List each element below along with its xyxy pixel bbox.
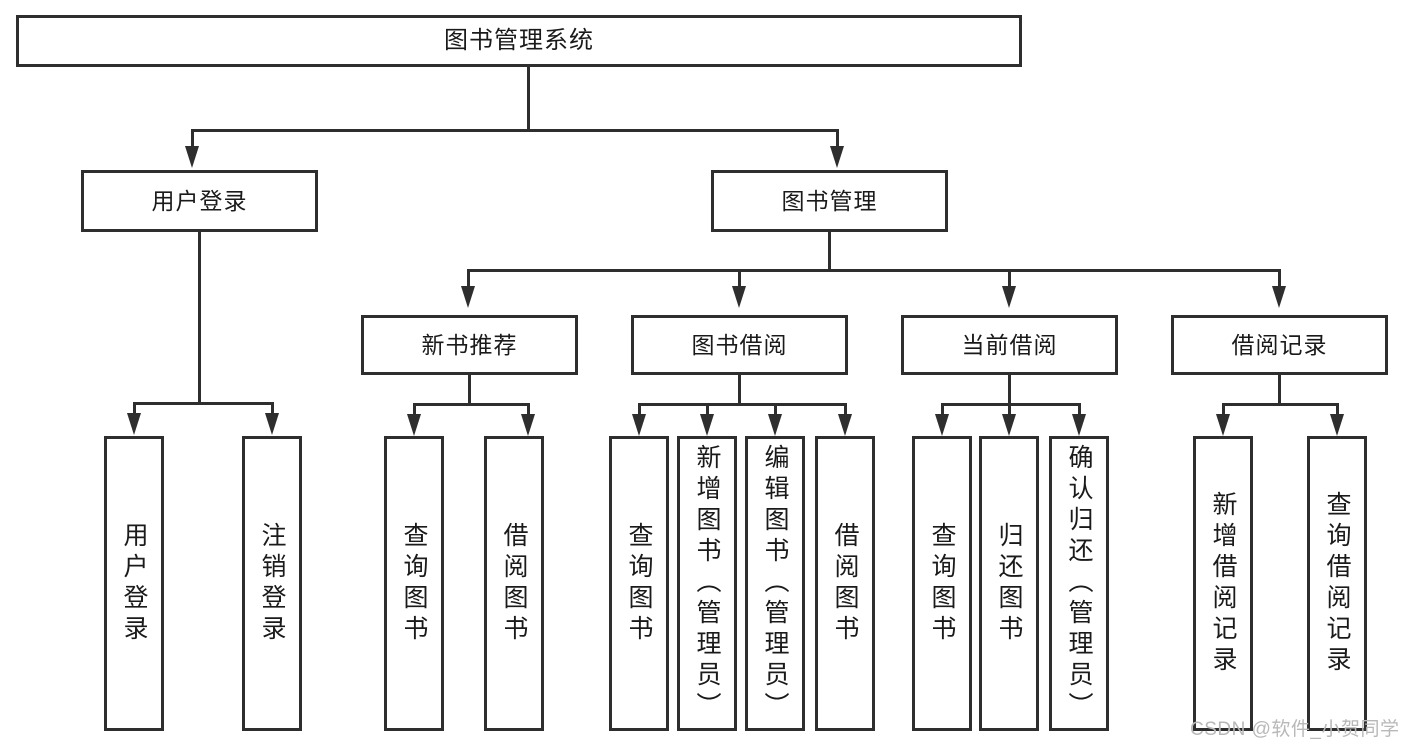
arrowhead-root-to-book-mgmt	[830, 146, 844, 168]
connector-bookborrow-bus	[638, 403, 847, 406]
leaf-add-book-admin[interactable]: 新增图书（管理员）	[677, 436, 737, 731]
connector-bookborrow-drop-2	[706, 403, 709, 417]
connector-bookborrow-drop-3	[774, 403, 777, 417]
arrowhead-user-login-leaf-2	[265, 413, 279, 435]
connector-book-mgmt-bus	[467, 269, 1281, 272]
node-label: 借阅图书	[831, 521, 859, 646]
node-label: 新书推荐	[421, 331, 518, 358]
connector-bookmgmt-drop-1	[467, 269, 470, 289]
node-book-management[interactable]: 图书管理	[711, 170, 948, 232]
connector-currentborrow-bus	[941, 403, 1081, 406]
node-label: 新增借阅记录	[1209, 490, 1237, 677]
leaf-query-borrow-record[interactable]: 查询借阅记录	[1307, 436, 1367, 731]
arrowhead-bookborrow-leaf-1	[632, 414, 646, 436]
node-book-borrow[interactable]: 图书借阅	[631, 315, 848, 375]
csdn-watermark: CSDN @软件_小贺同学	[1190, 719, 1400, 740]
connector-user-login-bus	[133, 402, 274, 405]
arrowhead-currentborrow-leaf-2	[1002, 414, 1016, 436]
leaf-confirm-return-admin[interactable]: 确认归还（管理员）	[1049, 436, 1109, 731]
node-user-login[interactable]: 用户登录	[81, 170, 318, 232]
node-current-borrow[interactable]: 当前借阅	[901, 315, 1118, 375]
connector-bookmgmt-drop-3	[1008, 269, 1011, 289]
node-label: 当前借阅	[961, 331, 1058, 358]
connector-bookborrow-drop-4	[844, 403, 847, 417]
node-label: 用户登录	[151, 187, 248, 214]
arrowhead-borrowrecord-leaf-1	[1216, 414, 1230, 436]
arrowhead-bookborrow-leaf-2	[700, 414, 714, 436]
node-label: 确认归还（管理员）	[1065, 444, 1093, 723]
connector-borrowrecord-stem	[1278, 375, 1281, 405]
arrowhead-currentborrow-leaf-1	[935, 414, 949, 436]
connector-user-login-stem	[198, 232, 201, 404]
node-label: 注销登录	[258, 521, 286, 646]
arrowhead-bookmgmt-to-book-borrow	[732, 286, 746, 308]
connector-borrowrecord-drop-1	[1222, 403, 1225, 417]
node-label: 图书借阅	[691, 331, 788, 358]
connector-book-mgmt-stem	[828, 232, 831, 272]
leaf-logout[interactable]: 注销登录	[242, 436, 302, 731]
node-label: 借阅图书	[500, 521, 528, 646]
connector-currentborrow-drop-2	[1008, 403, 1011, 417]
connector-root-to-book-mgmt	[836, 129, 839, 151]
arrowhead-user-login-leaf-1	[127, 413, 141, 435]
node-label: 图书管理系统	[444, 27, 594, 55]
node-borrow-record[interactable]: 借阅记录	[1171, 315, 1388, 375]
leaf-current-query-book[interactable]: 查询图书	[912, 436, 972, 731]
connector-currentborrow-drop-3	[1078, 403, 1081, 417]
leaf-edit-book-admin[interactable]: 编辑图书（管理员）	[745, 436, 805, 731]
connector-root-to-user-login	[191, 129, 194, 151]
connector-newbook-drop-2	[527, 403, 530, 417]
node-label: 用户登录	[120, 521, 148, 646]
arrowhead-borrowrecord-leaf-2	[1330, 414, 1344, 436]
connector-newbook-drop-1	[413, 403, 416, 417]
leaf-new-book-query[interactable]: 查询图书	[384, 436, 444, 731]
leaf-borrow-book[interactable]: 借阅图书	[815, 436, 875, 731]
arrowhead-bookmgmt-to-borrow-record	[1272, 286, 1286, 308]
connector-user-login-drop-1	[133, 402, 136, 418]
arrowhead-bookmgmt-to-current-borrow	[1002, 286, 1016, 308]
leaf-user-login[interactable]: 用户登录	[104, 436, 164, 731]
arrowhead-newbook-leaf-2	[521, 414, 535, 436]
connector-bookborrow-drop-1	[638, 403, 641, 417]
node-label: 查询借阅记录	[1323, 490, 1351, 677]
connector-currentborrow-drop-1	[941, 403, 944, 417]
node-label: 归还图书	[995, 521, 1023, 646]
node-label: 图书管理	[781, 187, 878, 214]
arrowhead-root-to-user-login	[185, 146, 199, 168]
node-root-system[interactable]: 图书管理系统	[16, 15, 1022, 67]
arrowhead-bookborrow-leaf-3	[768, 414, 782, 436]
connector-user-login-drop-2	[271, 402, 274, 418]
connector-newbook-bus	[413, 403, 530, 406]
connector-borrowrecord-bus	[1222, 403, 1339, 406]
node-label: 查询图书	[400, 521, 428, 646]
leaf-borrow-query-book[interactable]: 查询图书	[609, 436, 669, 731]
leaf-return-book[interactable]: 归还图书	[979, 436, 1039, 731]
connector-bookborrow-stem	[738, 375, 741, 405]
connector-bookmgmt-drop-4	[1278, 269, 1281, 289]
node-label: 新增图书（管理员）	[693, 444, 721, 723]
leaf-add-borrow-record[interactable]: 新增借阅记录	[1193, 436, 1253, 731]
node-label: 借阅记录	[1231, 331, 1328, 358]
connector-newbook-stem	[468, 375, 471, 405]
arrowhead-currentborrow-leaf-3	[1072, 414, 1086, 436]
connector-bookmgmt-drop-2	[738, 269, 741, 289]
leaf-new-book-borrow[interactable]: 借阅图书	[484, 436, 544, 731]
connector-root-bus	[191, 129, 839, 132]
node-label: 查询图书	[625, 521, 653, 646]
node-label: 查询图书	[928, 521, 956, 646]
arrowhead-bookborrow-leaf-4	[838, 414, 852, 436]
connector-borrowrecord-drop-2	[1336, 403, 1339, 417]
arrowhead-bookmgmt-to-new-book	[461, 286, 475, 308]
node-new-book-recommend[interactable]: 新书推荐	[361, 315, 578, 375]
connector-currentborrow-stem	[1008, 375, 1011, 405]
connector-root-stem	[527, 67, 530, 131]
node-label: 编辑图书（管理员）	[761, 444, 789, 723]
arrowhead-newbook-leaf-1	[407, 414, 421, 436]
